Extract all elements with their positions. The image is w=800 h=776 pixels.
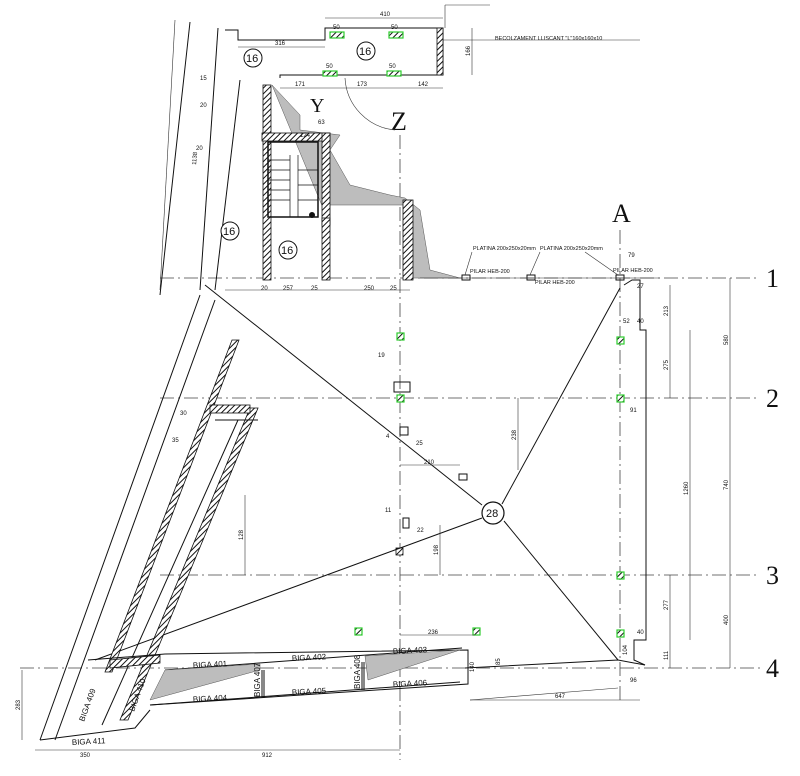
dim-label: 79 bbox=[628, 253, 635, 259]
dim-label: 350 bbox=[80, 753, 91, 759]
beam-label: BIGA 404 bbox=[193, 693, 228, 704]
dim-label: 740 bbox=[724, 479, 730, 490]
dim-label: 20 bbox=[200, 103, 207, 109]
dim-label: 1138 bbox=[192, 151, 199, 165]
note-pilar: PILAR HEB-200 bbox=[470, 269, 510, 275]
dim-label: 20 bbox=[196, 146, 203, 152]
bottom-beams bbox=[39, 647, 646, 741]
axis-label-4: 4 bbox=[766, 654, 779, 683]
dim-label: 50 bbox=[389, 64, 396, 70]
dim-label: 35 bbox=[172, 438, 179, 444]
dim-label: 50 bbox=[391, 25, 398, 31]
dim-label: 250 bbox=[364, 286, 375, 292]
beam-label: BIGA 403 bbox=[393, 645, 428, 656]
dim-label: 647 bbox=[555, 694, 566, 700]
note-pilar: PILAR HEB-200 bbox=[535, 280, 575, 286]
dimension-lines bbox=[21, 17, 731, 751]
dim-label: 213 bbox=[664, 305, 670, 316]
pillar-heb-200 bbox=[461, 274, 471, 281]
dim-label: 15 bbox=[200, 76, 207, 82]
dim-label: 166 bbox=[466, 45, 472, 56]
axis-label-3: 3 bbox=[766, 561, 779, 590]
section-marks-16: 16 16 16 16 bbox=[220, 41, 376, 260]
dim-label: 140 bbox=[470, 661, 476, 672]
axis-label-1: 1 bbox=[766, 264, 779, 293]
dim-label: 912 bbox=[262, 753, 273, 759]
dim-label: 50 bbox=[326, 64, 333, 70]
dim-label: 275 bbox=[664, 359, 670, 370]
dim-label: 283 bbox=[16, 699, 22, 710]
dim-label: 198 bbox=[434, 544, 440, 555]
note-platina: PLATINA 200x250x20mm bbox=[473, 246, 536, 252]
dim-label: 238 bbox=[512, 429, 518, 440]
dim-label: 85 bbox=[496, 658, 502, 665]
dim-label: 63 bbox=[318, 120, 325, 126]
dim-label: 30 bbox=[180, 411, 187, 417]
dimension-labels: 410 316 171 173 142 166 50 50 50 50 63 1… bbox=[16, 12, 730, 759]
section-mark-16: 16 bbox=[281, 245, 293, 257]
beam-label: BIGA 411 bbox=[72, 736, 107, 747]
dim-label: 20 bbox=[261, 286, 268, 292]
beam-label: BIGA 407 bbox=[253, 662, 262, 697]
dim-label: 19 bbox=[378, 353, 385, 359]
dim-label: 142 bbox=[418, 82, 429, 88]
axis-label-2: 2 bbox=[766, 384, 779, 413]
dim-label: 124 bbox=[300, 133, 311, 139]
steel-pillars bbox=[354, 274, 625, 638]
dim-label: 27 bbox=[637, 284, 644, 290]
dim-label: 52 bbox=[623, 319, 630, 325]
beam-label: BIGA 402 bbox=[292, 652, 327, 663]
dim-label: 104 bbox=[623, 644, 629, 655]
east-wall bbox=[623, 279, 647, 666]
section-mark-28: 28 bbox=[486, 508, 498, 520]
note-slide-bearing: BECOLZAMENT LLISCANT "L"160x160x10 bbox=[495, 36, 602, 42]
dim-label: 277 bbox=[664, 599, 670, 610]
beam-label: BIGA 401 bbox=[193, 659, 228, 670]
note-pilar: PILAR HEB-200 bbox=[613, 268, 653, 274]
beam-label: BIGA 405 bbox=[292, 686, 327, 697]
top-slab bbox=[225, 4, 640, 131]
beam-label: BIGA 409 bbox=[77, 687, 97, 723]
section-mark-16: 16 bbox=[246, 53, 258, 65]
dim-label: 22 bbox=[417, 528, 424, 534]
dim-label: 111 bbox=[664, 650, 670, 660]
beam-label: BIGA 406 bbox=[393, 678, 428, 689]
west-walls bbox=[39, 21, 259, 741]
dim-label: 410 bbox=[380, 12, 391, 18]
section-mark-16: 16 bbox=[359, 46, 371, 58]
pillar-heb-200 bbox=[615, 274, 625, 281]
dim-label: 1260 bbox=[684, 481, 690, 495]
axis-label-a: A bbox=[612, 199, 631, 228]
axis-label-z: Z bbox=[391, 107, 407, 136]
dim-label: 580 bbox=[724, 334, 730, 345]
section-mark-16: 16 bbox=[223, 226, 235, 238]
dim-label: 91 bbox=[630, 408, 637, 414]
dim-label: 210 bbox=[424, 460, 435, 466]
dim-label: 96 bbox=[630, 678, 637, 684]
pillar-heb-200 bbox=[526, 274, 536, 281]
dim-label: 25 bbox=[311, 286, 318, 292]
dim-label: 50 bbox=[333, 25, 340, 31]
beam-label: BIGA 408 bbox=[353, 654, 362, 689]
dim-label: 171 bbox=[295, 82, 306, 88]
dim-label: 25 bbox=[390, 286, 397, 292]
dim-label: 173 bbox=[357, 82, 368, 88]
dim-label: 25 bbox=[416, 441, 423, 447]
annotations: BECOLZAMENT LLISCANT "L"160x160x10 PLATI… bbox=[464, 36, 653, 286]
note-platina: PLATINA 200x250x20mm bbox=[540, 246, 603, 252]
dim-label: 11 bbox=[385, 508, 392, 514]
axis-label-y: Y bbox=[310, 95, 324, 117]
dim-label: 316 bbox=[275, 41, 286, 47]
dim-label: 40 bbox=[637, 630, 644, 636]
dim-label: 257 bbox=[283, 286, 294, 292]
dim-label: 128 bbox=[239, 529, 245, 540]
dim-label: 4 bbox=[386, 434, 390, 440]
stair-core bbox=[261, 84, 461, 281]
dim-label: 236 bbox=[428, 630, 439, 636]
dim-label: 400 bbox=[724, 614, 730, 625]
dim-label: 40 bbox=[637, 319, 644, 325]
